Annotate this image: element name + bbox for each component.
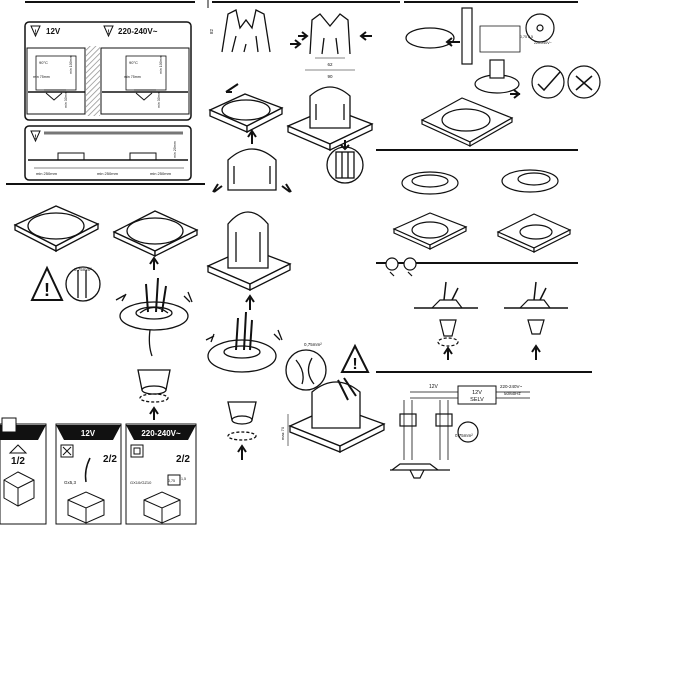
transformer-label: SELV <box>470 397 484 403</box>
connector-label: 220-240V~ <box>534 41 552 45</box>
page-indicator: 1/2 <box>11 456 25 467</box>
svg-text:!: ! <box>35 135 37 141</box>
dim-label: 82 <box>209 28 214 34</box>
header-12v: 12V <box>81 429 96 438</box>
transformer-label: 12V <box>472 390 482 396</box>
min30-label: min 30mm <box>64 91 68 108</box>
min20-label: min 20mm <box>173 141 177 158</box>
label-12v: 12V <box>46 27 61 36</box>
temp-label: 90°C <box>129 60 138 65</box>
temp-label: 90°C <box>39 60 48 65</box>
transformer-freq: 50/60Hz <box>504 391 522 396</box>
lamp-base-label: Gx5,3 <box>64 480 77 485</box>
dim-label: 62 <box>327 62 333 67</box>
svg-text:!: ! <box>108 30 110 36</box>
spacing-panel: ! min 250mm min 250mm min 250mm min 20mm <box>24 125 192 181</box>
clearance-panel: ! 12V 90°C min 75mm min 100mm min 30mm !… <box>24 21 192 121</box>
wire-label: 0,75mm² <box>74 267 92 272</box>
min250-label: min 250mm <box>150 171 172 176</box>
min30-label: min 30mm <box>157 91 161 108</box>
page-indicator: 2/2 <box>103 454 117 465</box>
mounting-sequence-middle: 82 62 90 <box>205 9 386 460</box>
connector-label: 0,75 2,5 <box>520 35 533 39</box>
min100-label: min 100mm <box>69 55 73 74</box>
svg-text:!: ! <box>352 356 357 373</box>
wire-size-label: 0,75 <box>168 479 175 483</box>
transformer-input: 220-240V~ <box>500 384 523 389</box>
voltage-options: 12V 220-240V~ 1/2 2/2 Gx5,3 2/2 GX10/GZ1… <box>0 417 197 525</box>
min75-label: min 75mm <box>124 75 141 79</box>
dim-label: 90 <box>327 74 333 79</box>
transformer-output: 12V <box>429 384 439 390</box>
mounting-sequence-left: ! 0,75mm² <box>13 205 199 420</box>
max-label: max 70 <box>280 426 285 440</box>
label-230v: 220-240V~ <box>118 27 158 36</box>
header-230v: 220-240V~ <box>141 429 181 438</box>
wire-label: 0,75mm² <box>304 342 322 347</box>
wire-size-label: 1,5 <box>181 477 186 481</box>
wall-hatch <box>86 46 100 116</box>
lamp-base-label: GX10/GZ10 <box>130 480 152 485</box>
min100-label: min 100mm <box>159 55 163 74</box>
svg-text:!: ! <box>44 280 50 300</box>
right-column-steps: 0,75 2,5 220-240V~ <box>385 7 601 479</box>
page-indicator: 2/2 <box>176 454 190 465</box>
wire-label: 0,75mm² <box>455 433 473 438</box>
min250-label: min 250mm <box>97 171 119 176</box>
min75-label: min 75mm <box>33 75 50 79</box>
min250-label: min 250mm <box>36 171 58 176</box>
svg-text:!: ! <box>35 30 37 36</box>
